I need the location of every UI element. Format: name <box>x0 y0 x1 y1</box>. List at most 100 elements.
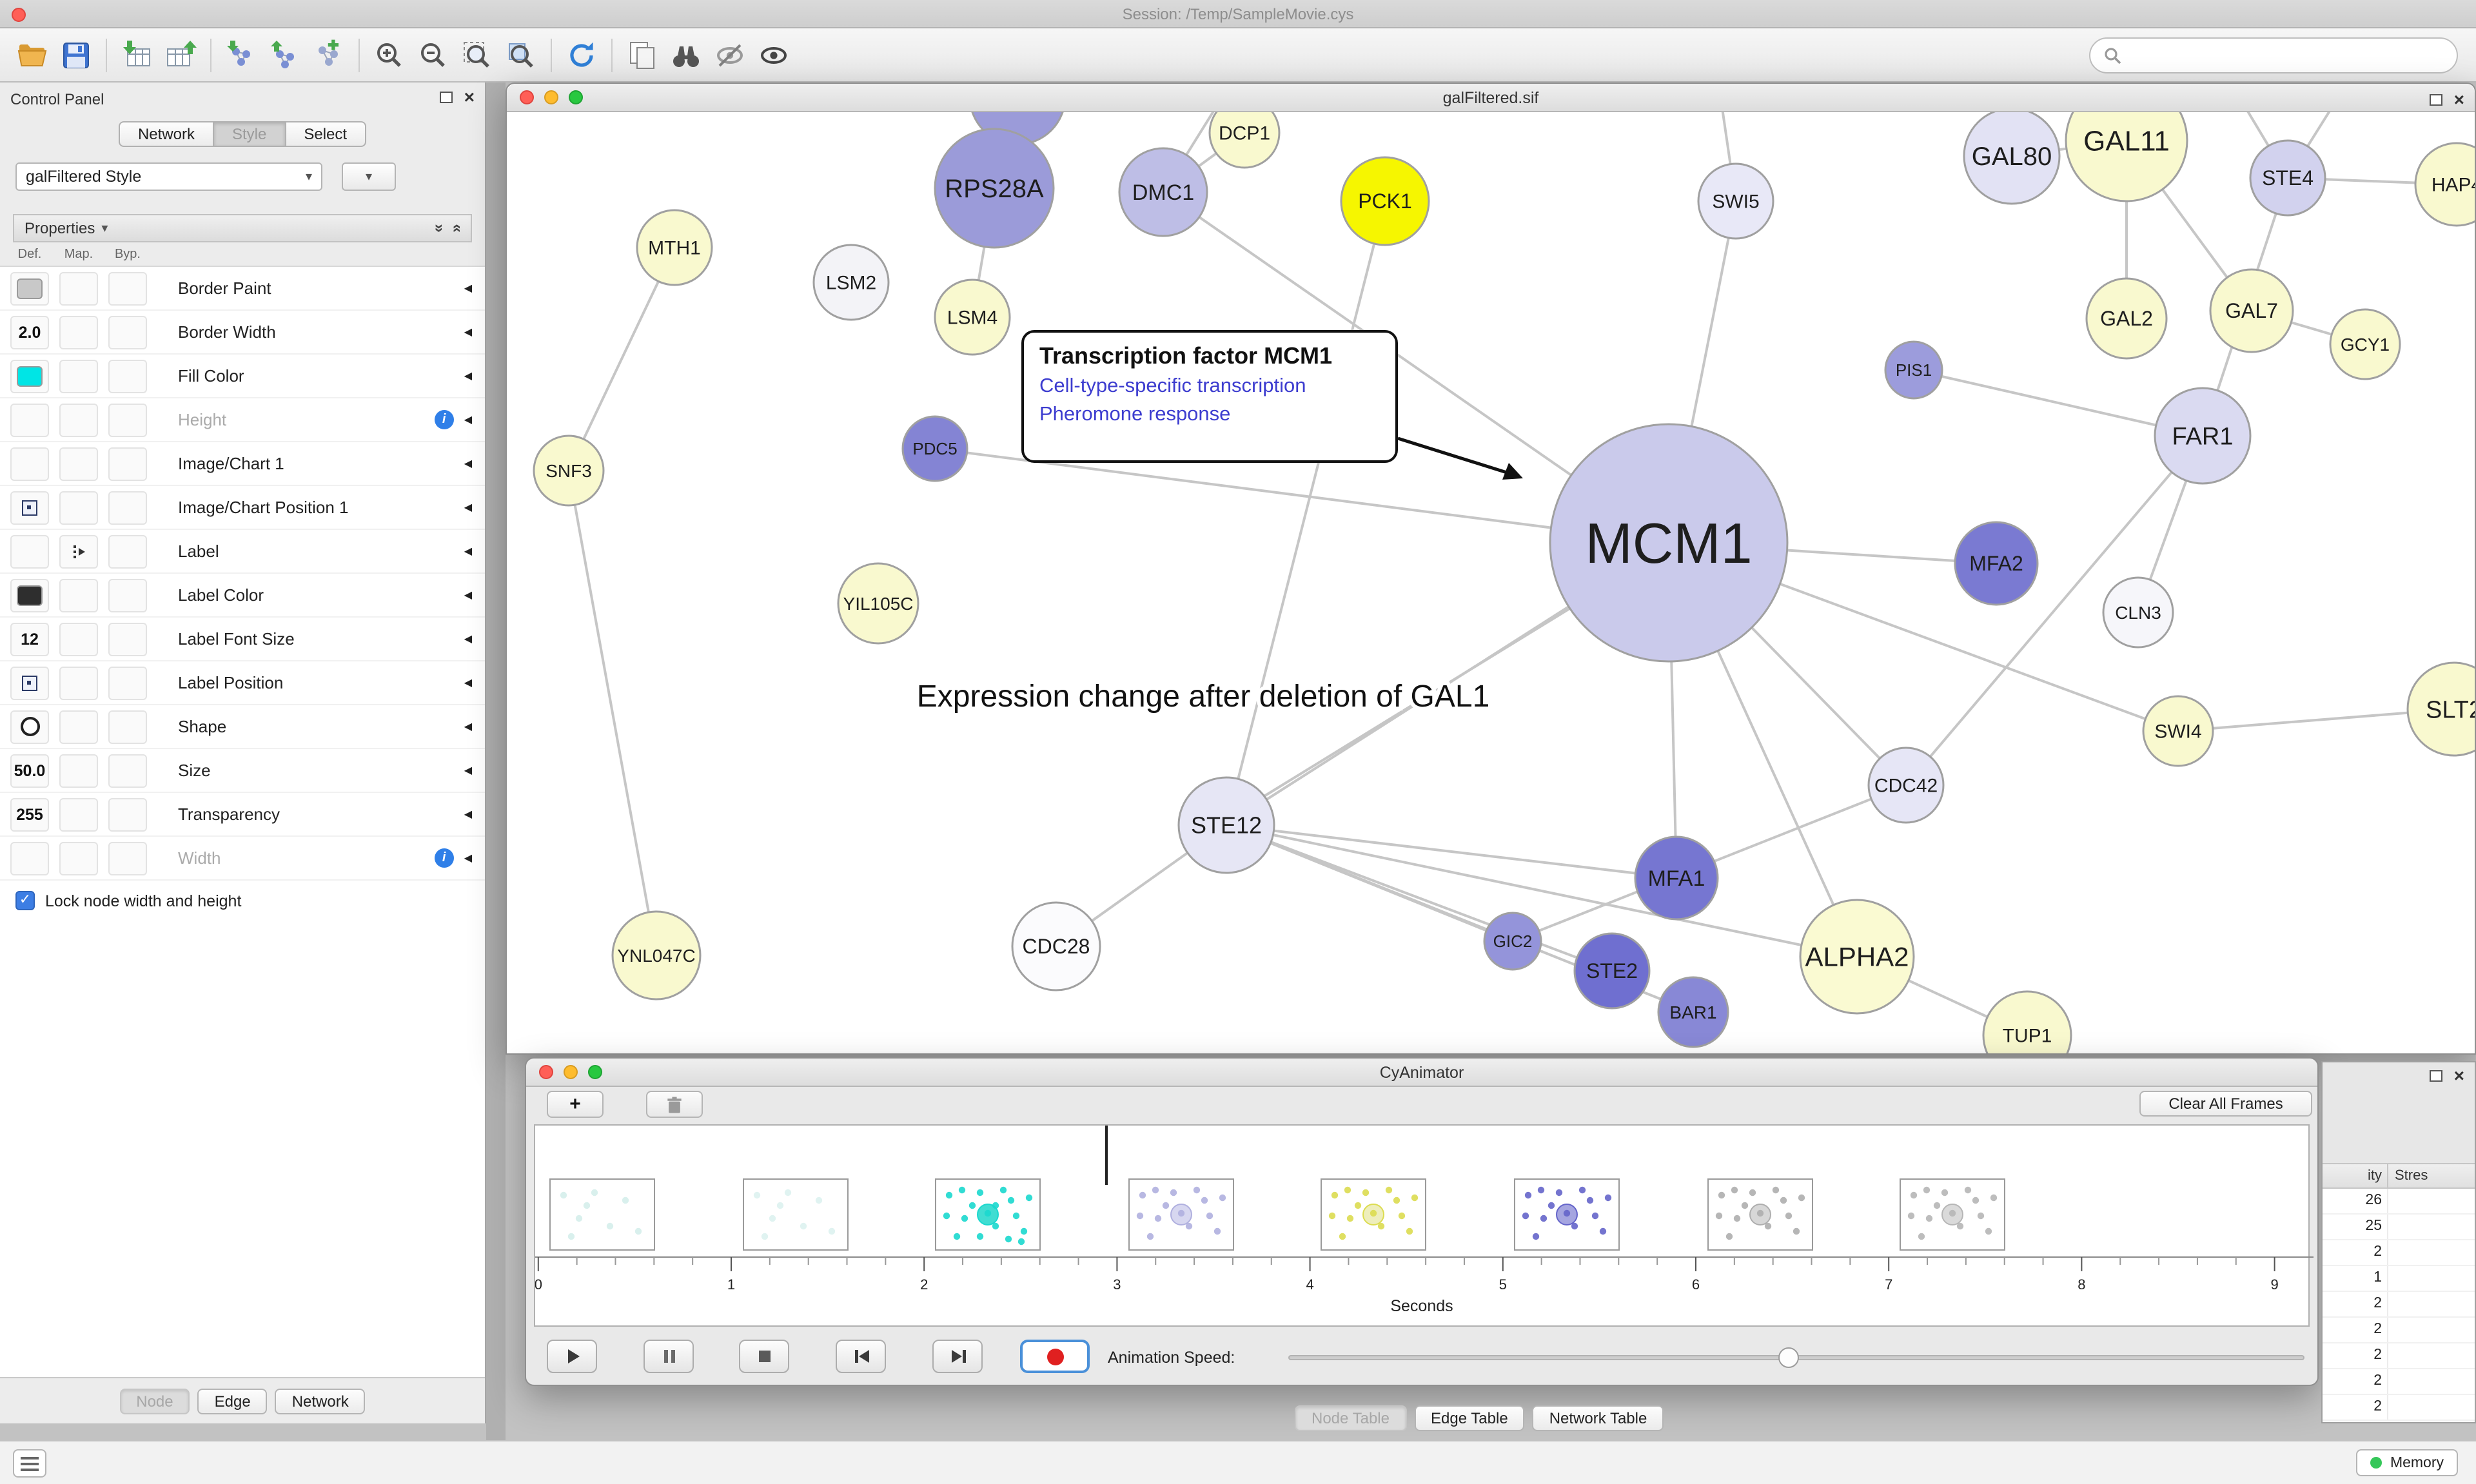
property-row-label-position[interactable]: Label Position◀ <box>0 661 485 705</box>
network-node-MFA2[interactable]: MFA2 <box>1954 521 2039 606</box>
network-edge-MTH1-SNF3[interactable] <box>567 247 676 471</box>
byp-cell[interactable] <box>108 622 147 656</box>
network-node-CLN3[interactable]: CLN3 <box>2102 576 2174 649</box>
delete-frame-button[interactable] <box>646 1091 703 1118</box>
expand-row-arrow-icon[interactable]: ◀ <box>464 502 472 513</box>
tab-network-table[interactable]: Network Table <box>1532 1405 1664 1431</box>
new-network-button[interactable] <box>307 33 351 77</box>
network-node-LSM2[interactable]: LSM2 <box>812 244 890 321</box>
minimize-traffic-light[interactable] <box>544 90 558 104</box>
clear-all-frames-button[interactable]: Clear All Frames <box>2139 1091 2312 1117</box>
network-edge-MCM1-PDC5[interactable] <box>934 447 1669 544</box>
byp-cell[interactable] <box>108 666 147 699</box>
network-node-TUP1[interactable]: TUP1 <box>1982 990 2072 1053</box>
network-edge-STE12-ALPHA2[interactable] <box>1226 824 1858 958</box>
export-table-button[interactable] <box>159 33 202 77</box>
annotation-button[interactable] <box>620 33 664 77</box>
table-row[interactable]: 2 <box>2323 1318 2475 1343</box>
network-node-SLT2[interactable]: SLT2 <box>2406 661 2475 757</box>
map-cell[interactable] <box>59 447 98 480</box>
float-panel-icon[interactable] <box>2429 1069 2442 1081</box>
network-node-GAL80[interactable]: GAL80 <box>1963 112 2061 205</box>
map-cell[interactable] <box>59 754 98 787</box>
map-cell[interactable] <box>59 491 98 524</box>
zoom-traffic-light[interactable] <box>588 1065 602 1079</box>
byp-cell[interactable] <box>108 710 147 743</box>
tab-node-table[interactable]: Node Table <box>1295 1405 1406 1431</box>
def-cell[interactable] <box>10 271 49 305</box>
network-node-DMC1[interactable]: DMC1 <box>1118 147 1208 237</box>
network-node-YIL105C[interactable]: YIL105C <box>837 562 919 645</box>
panel-tab-node[interactable]: Node <box>119 1388 190 1414</box>
table-row[interactable]: 2 <box>2323 1240 2475 1266</box>
frame-thumbnail-4[interactable] <box>1321 1178 1427 1251</box>
tab-select[interactable]: Select <box>284 121 367 147</box>
property-row-image-chart-1[interactable]: Image/Chart 1◀ <box>0 442 485 486</box>
minimize-traffic-light[interactable] <box>564 1065 578 1079</box>
def-cell[interactable]: 255 <box>10 797 49 831</box>
network-node-STE4[interactable]: STE4 <box>2249 139 2326 217</box>
slider-thumb[interactable] <box>1778 1347 1799 1368</box>
network-node-DCP1[interactable]: DCP1 <box>1208 112 1281 169</box>
network-edge-STE12-MFA1[interactable] <box>1226 824 1677 879</box>
frame-thumbnail-3[interactable] <box>1128 1178 1234 1251</box>
zoom-selected-button[interactable] <box>499 33 543 77</box>
expand-row-arrow-icon[interactable]: ◀ <box>464 370 472 382</box>
frame-thumbnail-5[interactable] <box>1514 1178 1620 1251</box>
property-row-label[interactable]: Label◀ <box>0 530 485 574</box>
expand-row-arrow-icon[interactable]: ◀ <box>464 458 472 469</box>
network-caption[interactable]: Expression change after deletion of GAL1 <box>913 676 1494 718</box>
lock-size-checkbox[interactable]: ✓ <box>15 891 35 910</box>
apply-style-refresh-button[interactable] <box>560 33 604 77</box>
annotation-link[interactable]: Pheromone response <box>1039 404 1231 425</box>
def-cell[interactable] <box>10 534 49 568</box>
property-row-shape[interactable]: Shape◀ <box>0 705 485 749</box>
def-cell[interactable] <box>10 447 49 480</box>
expand-row-arrow-icon[interactable]: ◀ <box>464 545 472 557</box>
network-node-PIS1[interactable]: PIS1 <box>1884 340 1943 400</box>
column-header[interactable]: ity <box>2323 1164 2388 1187</box>
map-cell[interactable] <box>59 797 98 831</box>
expand-row-arrow-icon[interactable]: ◀ <box>464 721 472 732</box>
animation-speed-slider[interactable] <box>1288 1347 2304 1368</box>
network-edge-FAR1-PIS1[interactable] <box>1913 369 2203 437</box>
map-cell[interactable] <box>59 359 98 393</box>
table-row[interactable]: 26 <box>2323 1189 2475 1215</box>
tab-network[interactable]: Network <box>118 121 214 147</box>
find-button[interactable] <box>664 33 708 77</box>
map-cell[interactable] <box>59 271 98 305</box>
def-cell[interactable] <box>10 403 49 436</box>
network-node-MCM1[interactable]: MCM1 <box>1549 423 1789 663</box>
network-node-SWI5[interactable]: SWI5 <box>1697 162 1774 240</box>
frame-thumbnail-7[interactable] <box>1900 1178 2006 1251</box>
frame-thumbnail-0[interactable] <box>549 1178 655 1251</box>
table-column-headers[interactable]: ity Stres <box>2323 1163 2475 1189</box>
show-details-button[interactable] <box>752 33 796 77</box>
network-edge-SNF3-YNL047C[interactable] <box>567 470 658 956</box>
network-node-GCY1[interactable]: GCY1 <box>2329 308 2401 380</box>
network-node-PDC5[interactable]: PDC5 <box>901 415 968 482</box>
network-edge-PCK1-STE12[interactable] <box>1225 200 1386 826</box>
def-cell[interactable] <box>10 578 49 612</box>
def-cell[interactable] <box>10 710 49 743</box>
network-window-titlebar[interactable]: galFiltered.sif × <box>507 84 2475 112</box>
pause-button[interactable] <box>644 1340 694 1373</box>
byp-cell[interactable] <box>108 271 147 305</box>
table-row[interactable]: 2 <box>2323 1369 2475 1395</box>
network-node-BAR1[interactable]: BAR1 <box>1657 976 1729 1048</box>
panel-tab-edge[interactable]: Edge <box>197 1388 268 1414</box>
zoom-traffic-light[interactable] <box>569 90 583 104</box>
network-node-LSM4[interactable]: LSM4 <box>934 278 1011 356</box>
frame-thumbnail-2[interactable] <box>935 1178 1041 1251</box>
byp-cell[interactable] <box>108 754 147 787</box>
network-node-STE12[interactable]: STE12 <box>1177 776 1275 874</box>
network-edge-STE12-STE2[interactable] <box>1226 824 1613 972</box>
network-node-CDC42[interactable]: CDC42 <box>1867 747 1945 824</box>
map-cell[interactable] <box>59 622 98 656</box>
